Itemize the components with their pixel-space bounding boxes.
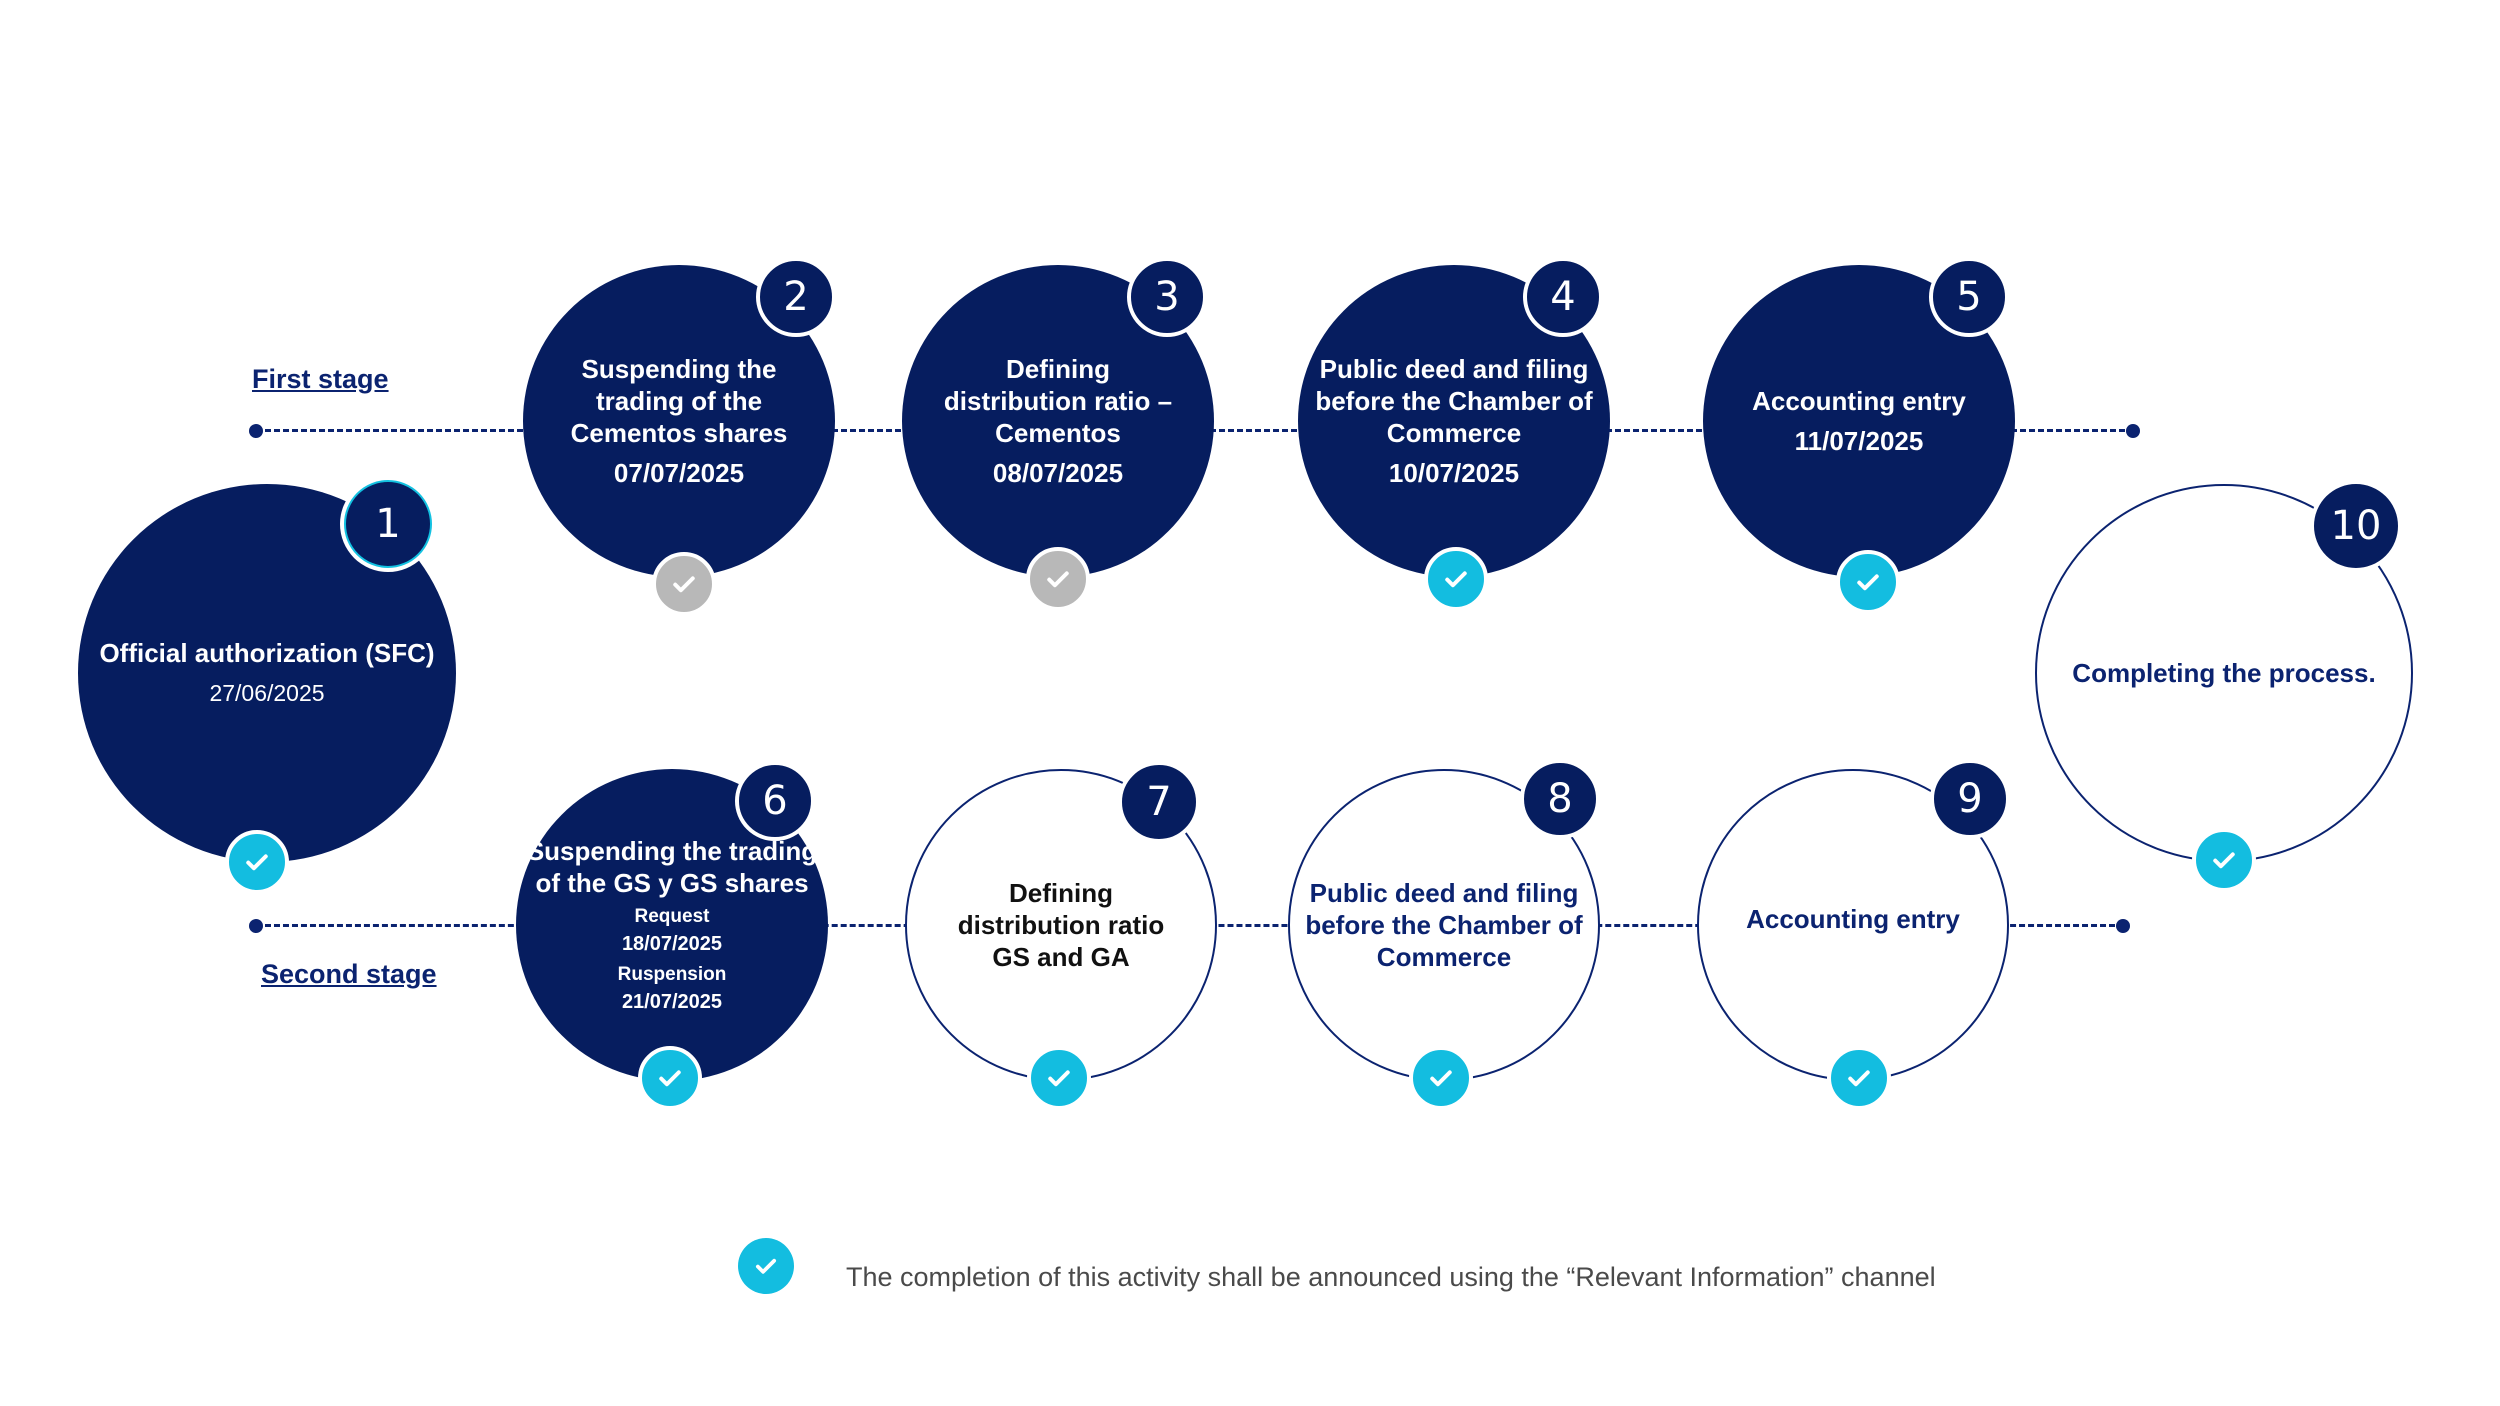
step-5-check-icon xyxy=(1836,550,1900,614)
step-1-circle: Official authorization (SFC) 27/06/2025 xyxy=(78,484,456,862)
step-3-check-icon xyxy=(1026,547,1090,611)
step-9-number-badge: 9 xyxy=(1930,759,2010,839)
second-stage-label: Second stage xyxy=(261,959,437,989)
step-6-check-icon xyxy=(638,1046,702,1110)
second-stage-end-dot xyxy=(2116,919,2130,933)
step-6-title: Suspending the trading of the GS y GS sh… xyxy=(526,836,818,898)
step-2-date: 07/07/2025 xyxy=(613,458,745,488)
step-10-circle: Completing the process. xyxy=(2035,484,2413,862)
step-10-number-badge: 10 xyxy=(2310,480,2402,572)
step-6-request-label: Request xyxy=(634,906,710,927)
step-4-title: Public deed and filing before the Chambe… xyxy=(1315,354,1593,448)
step-2-title: Suspending the trading of the Cementos s… xyxy=(570,354,788,448)
step-2-number-badge: 2 xyxy=(756,257,836,337)
first-stage-start-dot xyxy=(249,424,263,438)
step-1-date: 27/06/2025 xyxy=(209,680,325,706)
step-1-number-badge: 1 xyxy=(344,480,432,568)
step-7-number-badge: 7 xyxy=(1118,761,1200,843)
step-5-date: 11/07/2025 xyxy=(1794,426,1924,456)
first-stage-end-dot xyxy=(2126,424,2140,438)
step-6-request-date: 18/07/2025 xyxy=(621,933,723,955)
step-5-title: Accounting entry xyxy=(1752,386,1966,416)
step-1-title: Official authorization (SFC) xyxy=(99,638,435,668)
step-9-check-icon xyxy=(1827,1046,1891,1110)
first-stage-label: First stage xyxy=(252,364,389,394)
step-1-check-icon xyxy=(225,830,289,894)
step-6-suspension-date: 21/07/2025 xyxy=(621,991,723,1013)
legend-text: The completion of this activity shall be… xyxy=(846,1262,1936,1292)
step-8-check-icon xyxy=(1409,1046,1473,1110)
step-7-check-icon xyxy=(1027,1046,1091,1110)
step-6-suspension-label: Ruspension xyxy=(617,964,727,985)
step-3-date: 08/07/2025 xyxy=(992,458,1124,488)
step-9-title: Accounting entry xyxy=(1746,904,1960,934)
step-4-date: 10/07/2025 xyxy=(1388,458,1520,488)
second-stage-start-dot xyxy=(249,919,263,933)
step-10-check-icon xyxy=(2192,828,2256,892)
step-8-title: Public deed and filing before the Chambe… xyxy=(1305,878,1583,972)
step-3-title: Defining distribution ratio – Cementos xyxy=(943,354,1173,448)
step-2-check-icon xyxy=(652,552,716,616)
step-4-check-icon xyxy=(1424,547,1488,611)
step-7-title: Defining distribution ratio GS and GA xyxy=(957,878,1165,972)
step-10-title: Completing the process. xyxy=(2072,658,2376,688)
step-5-number-badge: 5 xyxy=(1929,257,2009,337)
step-6-number-badge: 6 xyxy=(735,761,815,841)
step-3-number-badge: 3 xyxy=(1127,257,1207,337)
step-8-number-badge: 8 xyxy=(1520,759,1600,839)
step-4-number-badge: 4 xyxy=(1523,257,1603,337)
legend-check-icon xyxy=(738,1238,794,1294)
step-6-circle: Suspending the trading of the GS y GS sh… xyxy=(516,769,828,1081)
